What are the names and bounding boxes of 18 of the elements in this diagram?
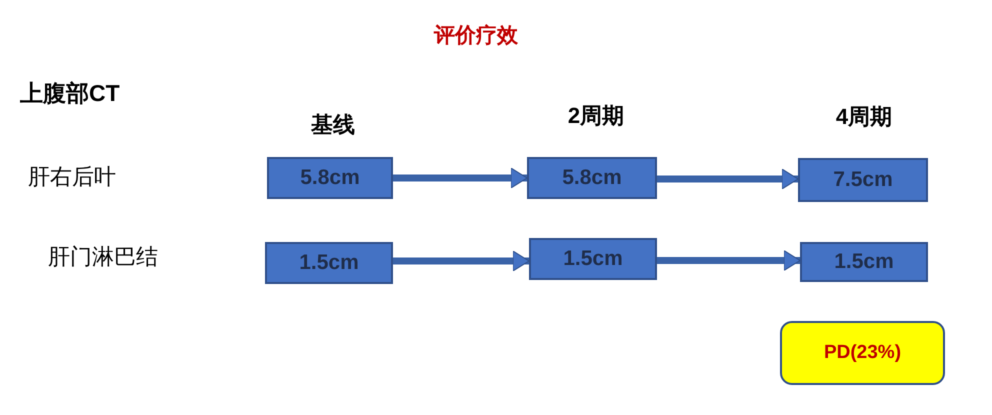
arrow — [393, 168, 528, 188]
row-label: 肝门淋巴结 — [48, 243, 158, 271]
column-header: 2周期 — [568, 102, 624, 130]
measurement-box: 7.5cm — [798, 158, 928, 202]
column-header: 基线 — [311, 111, 355, 139]
arrow — [657, 168, 798, 190]
measurement-box: 5.8cm — [527, 157, 657, 199]
measurement-box: 1.5cm — [265, 242, 393, 284]
result-box: PD(23%) — [780, 321, 945, 385]
arrow — [393, 250, 530, 272]
title: 评价疗效 — [434, 23, 518, 49]
row-label: 肝右后叶 — [28, 163, 116, 191]
section-label: 上腹部CT — [20, 79, 120, 108]
measurement-box: 1.5cm — [800, 242, 928, 282]
arrow — [657, 250, 800, 271]
measurement-box: 5.8cm — [267, 157, 393, 199]
measurement-box: 1.5cm — [529, 238, 657, 280]
column-header: 4周期 — [836, 103, 892, 131]
